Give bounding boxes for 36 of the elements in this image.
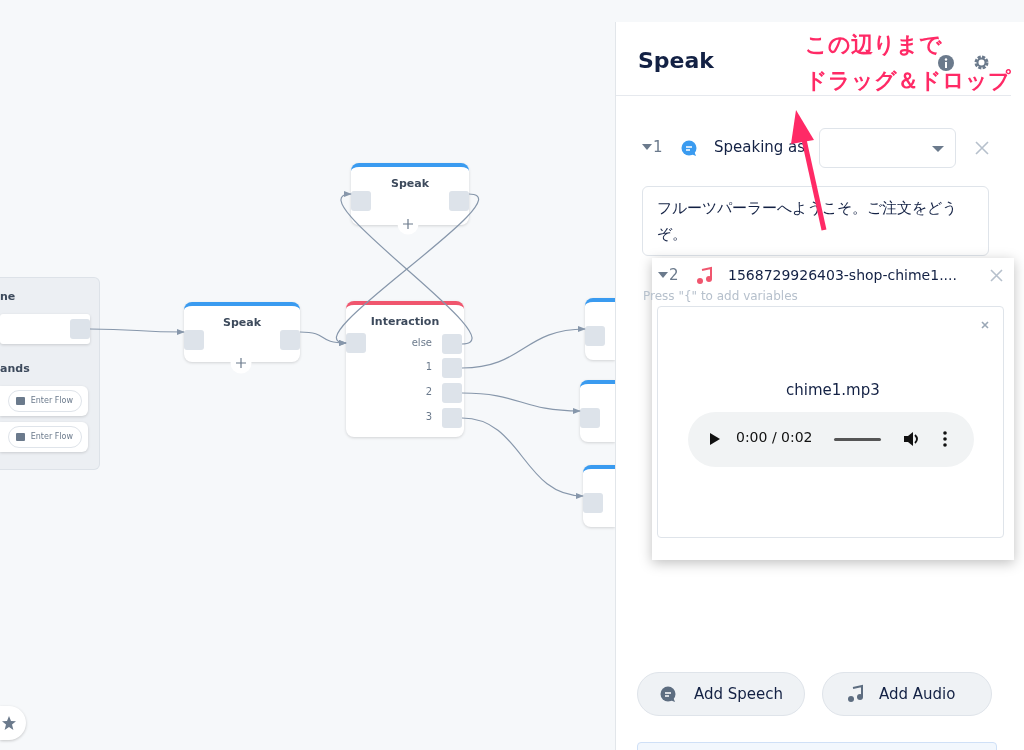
- block-title: Speak: [390, 177, 430, 190]
- connector-arrow: [461, 392, 581, 414]
- block-heading: ne: [0, 290, 16, 303]
- panel-title: Speak: [638, 48, 714, 73]
- connector-arrow: [461, 326, 586, 369]
- step-block: [585, 298, 615, 360]
- port-label: else: [411, 337, 432, 348]
- command-row: [0, 422, 88, 452]
- port-label: 2: [425, 386, 432, 397]
- block-row: [0, 314, 90, 344]
- port-label: 3: [425, 411, 432, 422]
- port-square: [346, 333, 366, 353]
- item-number: 2: [669, 266, 679, 284]
- time-display: 0:00 / 0:02: [736, 429, 813, 445]
- step-block: [580, 380, 615, 442]
- block-title: Speak: [222, 316, 262, 329]
- file-name: 1568729926403-shop-chime1....: [728, 267, 957, 283]
- annotation-text: この辺りまで: [805, 31, 942, 59]
- enter-flow-button: Enter Flow: [7, 390, 82, 412]
- connector-arrow: [461, 417, 584, 499]
- annotation-text: ドラッグ＆ドロップ: [805, 67, 1011, 95]
- button-label: Add Audio: [879, 685, 956, 703]
- hint-text: Press "{" to add variables: [643, 289, 798, 303]
- block-heading: ands: [0, 362, 30, 375]
- connector-arrow: [89, 328, 185, 336]
- step-block: [583, 465, 615, 527]
- interaction-block: [346, 301, 464, 437]
- port-label: 1: [425, 361, 432, 372]
- block-title: Interaction: [369, 315, 441, 328]
- command-row: [0, 386, 88, 416]
- item-number: 1: [653, 138, 663, 156]
- button-label: Add Speech: [694, 685, 784, 703]
- enter-flow-button: Enter Flow: [7, 426, 82, 448]
- audio-file-name: chime1.mp3: [786, 381, 880, 399]
- start-block: [0, 277, 100, 470]
- field-label: Speaking as: [714, 138, 806, 156]
